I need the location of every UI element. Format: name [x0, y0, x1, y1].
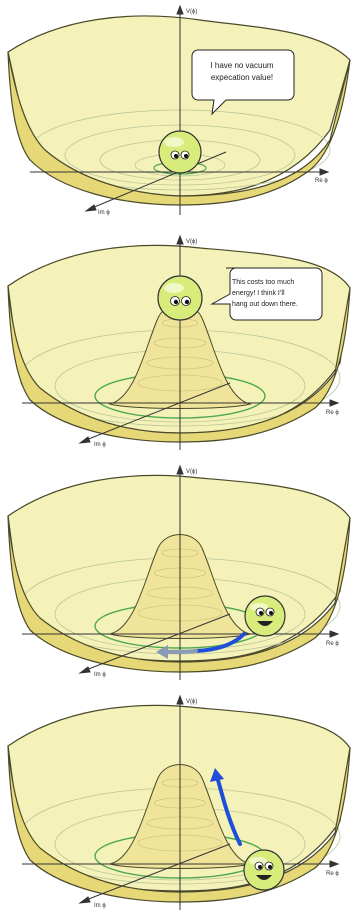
v-axis-label: V(ϕ)	[186, 239, 197, 245]
panel-radial-excitation: V(ϕ) Re ϕ Im ϕ	[0, 684, 358, 912]
im-axis-label: Im ϕ	[94, 903, 106, 909]
speech-line-3: hang out down there.	[232, 301, 298, 308]
ball-character	[244, 850, 284, 890]
potential-diagram: V(ϕ) Re ϕ Im ϕ I have no vacuum expecati…	[0, 0, 358, 228]
panel-ball-on-hill: V(ϕ) Re ϕ Im ϕ This costs too much energ…	[0, 228, 358, 456]
im-axis-label: Im ϕ	[98, 210, 110, 216]
re-axis-label: Re ϕ	[326, 871, 339, 877]
potential-diagram: V(ϕ) Re ϕ Im ϕ This costs too much energ…	[0, 228, 358, 456]
v-axis-label: V(ϕ)	[186, 469, 197, 475]
re-axis-label: Re ϕ	[326, 641, 339, 647]
speech-line-2: energy! I think I’ll	[232, 290, 285, 297]
im-axis-label: Im ϕ	[94, 672, 106, 678]
potential-diagram: V(ϕ) Re ϕ Im ϕ	[0, 684, 358, 912]
im-axis-label: Im ϕ	[94, 442, 106, 448]
re-axis-label: Re ϕ	[326, 410, 339, 416]
v-axis-label: V(ϕ)	[186, 699, 197, 705]
potential-diagram: V(ϕ) Re ϕ Im ϕ	[0, 456, 358, 684]
ball-character	[159, 131, 201, 173]
panel-ball-in-trough: V(ϕ) Re ϕ Im ϕ	[0, 456, 358, 684]
ball-character	[245, 596, 285, 636]
speech-line-2: expecation value!	[211, 73, 273, 82]
re-axis-label: Re ϕ	[315, 178, 328, 184]
panel-symmetric-potential: V(ϕ) Re ϕ Im ϕ I have no vacuum expecati…	[0, 0, 358, 228]
v-axis-label: V(ϕ)	[186, 9, 197, 15]
speech-line-1: I have no vacuum	[210, 61, 273, 70]
ball-character	[158, 276, 202, 320]
speech-line-1: This costs too much	[232, 279, 294, 286]
